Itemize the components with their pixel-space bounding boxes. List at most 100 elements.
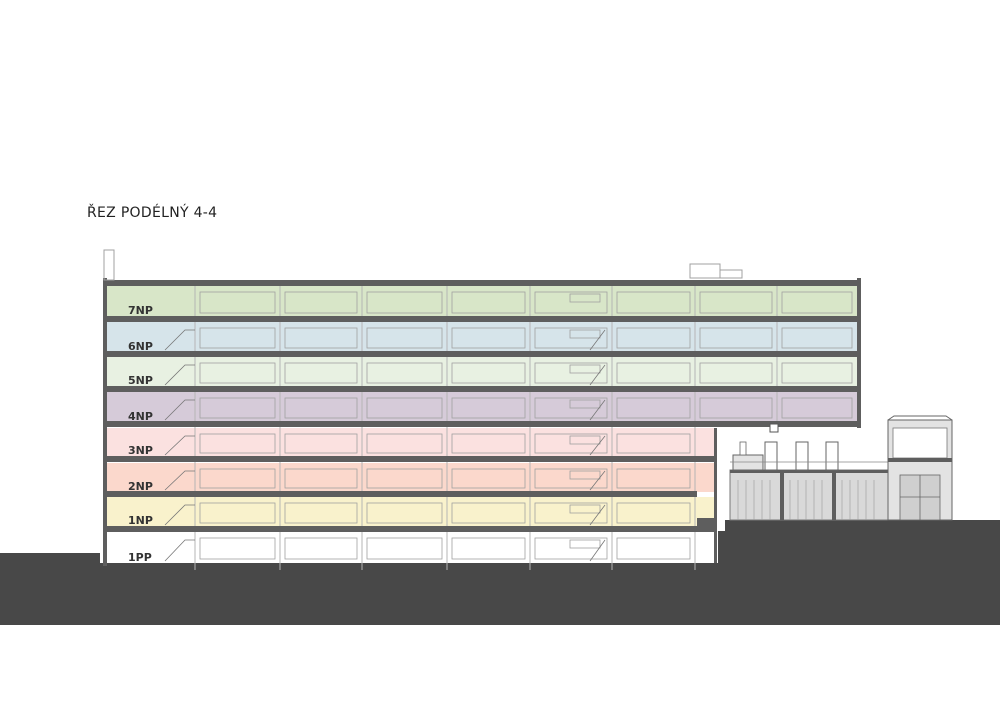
window-opening bbox=[569, 470, 601, 480]
floor-slab bbox=[104, 280, 861, 286]
floor-label: 1PP bbox=[128, 551, 152, 564]
floor-labels: 7NP 6NP 5NP 4NP 3NP 2NP 1NP 1PP bbox=[128, 304, 153, 564]
stair-symbol bbox=[589, 364, 606, 386]
window-opening bbox=[366, 433, 443, 454]
stair-symbol bbox=[589, 435, 606, 456]
window-opening bbox=[569, 504, 601, 514]
floor-band bbox=[107, 286, 857, 317]
floor-slabs bbox=[104, 280, 861, 532]
neighbouring-building bbox=[729, 415, 953, 521]
window-opening bbox=[451, 537, 526, 560]
window-opening bbox=[569, 399, 601, 409]
window-opening bbox=[284, 397, 358, 419]
window-opening bbox=[199, 433, 276, 454]
window-opening bbox=[534, 291, 608, 314]
window-opening bbox=[366, 327, 443, 349]
window-openings bbox=[199, 291, 853, 560]
window-opening bbox=[616, 397, 691, 419]
section-title: ŘEZ PODÉLNÝ 4-4 bbox=[87, 205, 218, 221]
window-opening bbox=[616, 468, 691, 489]
lower-right-wall bbox=[714, 428, 717, 563]
window-opening bbox=[451, 327, 526, 349]
window-opening bbox=[534, 468, 608, 489]
window-opening bbox=[534, 502, 608, 524]
window-opening bbox=[699, 327, 773, 349]
floor-band bbox=[107, 428, 714, 457]
window-opening bbox=[366, 468, 443, 489]
window-opening bbox=[616, 537, 691, 560]
window-opening bbox=[284, 433, 358, 454]
stair-symbol bbox=[164, 470, 195, 491]
stair-symbol bbox=[164, 364, 195, 386]
window-opening bbox=[199, 291, 276, 314]
floor-slab bbox=[104, 351, 861, 357]
window-opening bbox=[569, 364, 601, 374]
stair-symbol bbox=[589, 504, 606, 526]
window-opening bbox=[284, 468, 358, 489]
window-opening bbox=[199, 468, 276, 489]
window-opening bbox=[616, 327, 691, 349]
slab-detail bbox=[769, 423, 779, 433]
floor-label: 7NP bbox=[128, 304, 153, 317]
window-opening bbox=[451, 502, 526, 524]
stair-symbol bbox=[164, 504, 195, 526]
floor-label: 6NP bbox=[128, 340, 153, 353]
window-opening bbox=[616, 433, 691, 454]
window-opening bbox=[451, 433, 526, 454]
window-opening bbox=[451, 291, 526, 314]
window-opening bbox=[284, 362, 358, 384]
floor-band bbox=[107, 392, 857, 422]
window-opening bbox=[781, 362, 853, 384]
window-opening bbox=[366, 291, 443, 314]
floor-bands bbox=[107, 286, 857, 563]
window-opening bbox=[451, 468, 526, 489]
window-opening bbox=[199, 537, 276, 560]
floor-slab bbox=[104, 386, 861, 392]
floor-slab bbox=[104, 456, 717, 462]
window-opening bbox=[699, 397, 773, 419]
floor-label: 1NP bbox=[128, 514, 153, 527]
window-opening bbox=[199, 397, 276, 419]
floor-slab bbox=[104, 421, 861, 427]
window-opening bbox=[284, 537, 358, 560]
stair-symbol bbox=[164, 435, 195, 456]
floor-label: 5NP bbox=[128, 374, 153, 387]
floor-slab bbox=[697, 518, 715, 528]
right-exterior-wall bbox=[857, 278, 861, 428]
window-opening bbox=[451, 362, 526, 384]
stair-symbol bbox=[589, 470, 606, 491]
stair-symbol bbox=[589, 329, 606, 351]
floor-slab bbox=[104, 491, 697, 497]
window-opening bbox=[616, 291, 691, 314]
window-opening bbox=[616, 362, 691, 384]
floor-label: 3NP bbox=[128, 444, 153, 457]
stair-symbol bbox=[164, 399, 195, 421]
window-opening bbox=[199, 502, 276, 524]
window-opening bbox=[451, 397, 526, 419]
window-opening bbox=[569, 329, 601, 339]
window-opening bbox=[366, 397, 443, 419]
floor-label: 4NP bbox=[128, 410, 153, 423]
window-opening bbox=[534, 362, 608, 384]
floor-band bbox=[107, 497, 714, 527]
window-opening bbox=[199, 362, 276, 384]
window-opening bbox=[534, 537, 608, 560]
floor-band bbox=[107, 357, 857, 387]
window-opening bbox=[534, 433, 608, 454]
stair-symbol bbox=[164, 329, 195, 351]
window-opening bbox=[284, 291, 358, 314]
window-opening bbox=[569, 539, 601, 549]
floor-slab bbox=[104, 316, 861, 322]
stair-symbol bbox=[589, 539, 606, 562]
window-opening bbox=[199, 327, 276, 349]
window-opening bbox=[366, 537, 443, 560]
window-opening bbox=[534, 397, 608, 419]
window-opening bbox=[699, 362, 773, 384]
window-opening bbox=[284, 502, 358, 524]
window-opening bbox=[569, 435, 601, 445]
rooftop-structure bbox=[103, 249, 743, 281]
window-opening bbox=[781, 327, 853, 349]
stair-symbol bbox=[589, 399, 606, 421]
floor-band bbox=[107, 322, 857, 352]
